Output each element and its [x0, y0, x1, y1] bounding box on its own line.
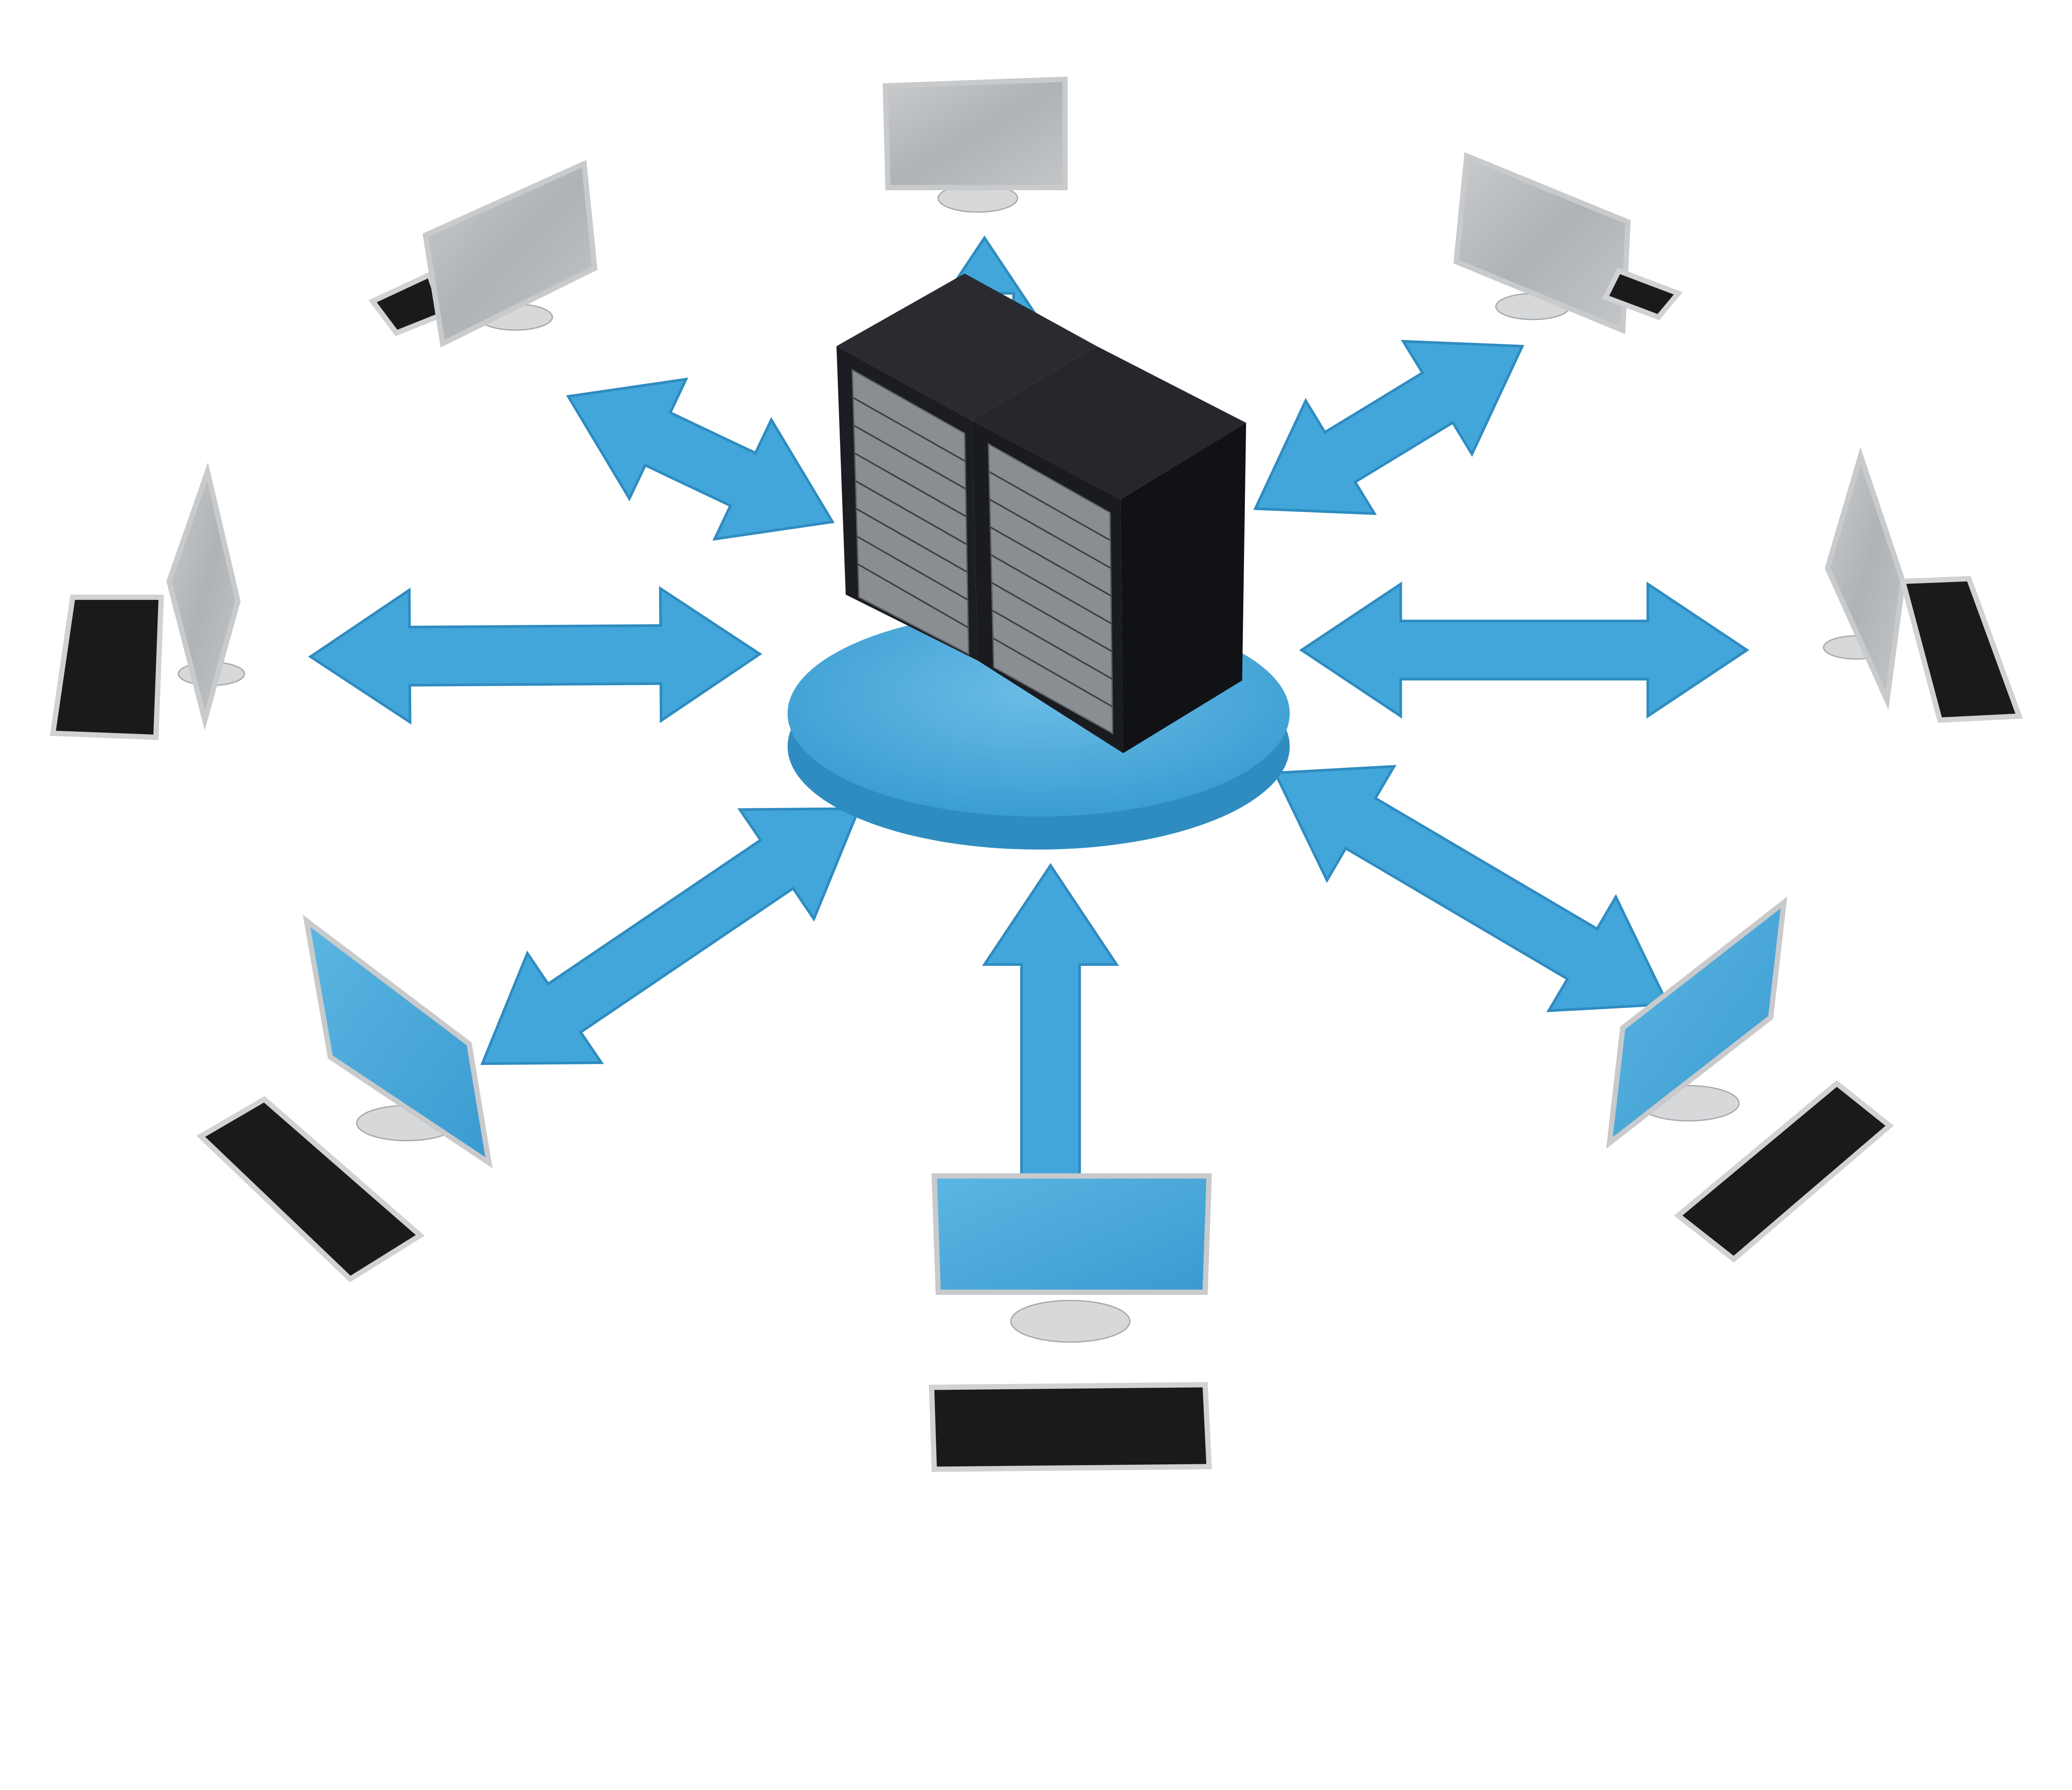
- monitor-screen: [1453, 152, 1631, 334]
- monitor-icon: [166, 462, 245, 731]
- network-diagram: [50, 76, 2023, 1472]
- monitor-icon: [1453, 152, 1631, 334]
- rack-slot: [855, 480, 967, 545]
- double-arrow-icon: [480, 807, 861, 1065]
- monitor-screen: [303, 914, 493, 1168]
- rack-slot: [992, 637, 1113, 708]
- keyboard-keys: [50, 594, 164, 740]
- monitor-icon: [882, 76, 1068, 213]
- monitor-screen: [422, 160, 598, 348]
- keyboard-keys: [196, 1096, 425, 1282]
- rack-slot: [856, 508, 968, 573]
- double-arrow-icon: [1253, 340, 1525, 515]
- rack-slot: [990, 526, 1112, 597]
- rack-slot: [991, 582, 1113, 652]
- keyboard-icon: [1674, 1080, 1894, 1263]
- arrows-group: [308, 235, 1750, 1178]
- keyboard-icon: [1899, 576, 2023, 723]
- rack-slot: [853, 425, 966, 490]
- rack-slots-group: [852, 397, 1113, 708]
- server-rack-icon: [836, 273, 1247, 753]
- rack-slot: [857, 535, 968, 601]
- monitor-screen: [1606, 896, 1787, 1149]
- monitor-screen: [166, 462, 241, 731]
- rack-slot: [988, 471, 1111, 541]
- rack-slot: [992, 610, 1113, 680]
- monitor-screen: [882, 76, 1068, 191]
- double-arrow-icon: [308, 586, 762, 725]
- rack-slot: [854, 452, 967, 518]
- workstations-group: [50, 76, 2023, 1472]
- rack-slot: [989, 498, 1111, 569]
- monitor-icon: [422, 160, 598, 348]
- keyboard-icon: [50, 594, 164, 740]
- double-arrow-icon: [1273, 764, 1670, 1012]
- rack-slot: [852, 397, 966, 462]
- double-arrow-icon: [566, 377, 835, 541]
- keyboard-keys: [1602, 267, 1683, 320]
- keyboard-icon: [1602, 267, 1683, 320]
- rack-slot: [857, 563, 969, 629]
- double-arrow-icon: [1299, 581, 1750, 719]
- keyboard-icon: [196, 1096, 425, 1282]
- monitor-icon: [303, 914, 493, 1168]
- monitor-screen: [931, 1173, 1212, 1295]
- keyboard-icon: [929, 1382, 1212, 1472]
- monitor-icon: [1606, 896, 1787, 1149]
- monitor-icon: [931, 1173, 1212, 1343]
- monitor-stand: [1010, 1299, 1130, 1343]
- monitor-screen: [1825, 447, 1906, 710]
- keyboard-keys: [1674, 1080, 1894, 1263]
- keyboard-keys: [929, 1382, 1212, 1472]
- monitor-icon: [1823, 447, 1906, 710]
- rack-slot: [990, 554, 1112, 624]
- up-arrow-icon: [982, 863, 1119, 1178]
- keyboard-keys: [1899, 576, 2023, 723]
